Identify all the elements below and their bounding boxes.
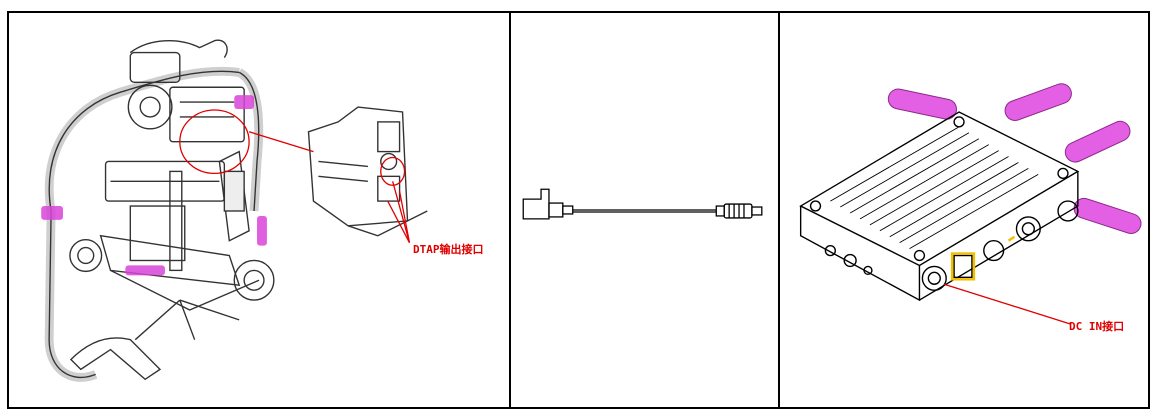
- dc-in-label: DC IN接口: [1069, 320, 1125, 333]
- gimbal-panel: DTAP输出接口: [9, 13, 509, 407]
- receiver-panel: DC IN接口: [778, 13, 1148, 407]
- wireless-receiver-icon: [799, 83, 1142, 325]
- cable-panel: [509, 13, 778, 407]
- dtap-output-label: DTAP输出接口: [413, 243, 484, 256]
- gimbal-stabilizer-icon: [41, 39, 428, 382]
- dtap-cable-icon: [522, 188, 763, 220]
- figure-table: DTAP输出接口: [7, 11, 1150, 409]
